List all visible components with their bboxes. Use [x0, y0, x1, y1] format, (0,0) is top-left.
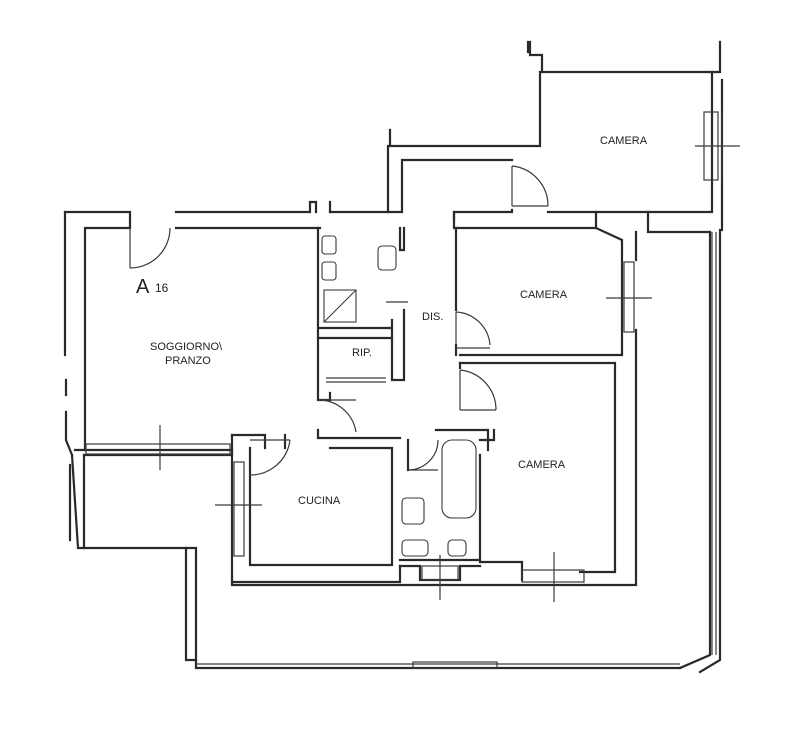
unit-number: 16: [155, 281, 169, 295]
sink-icon-2: [401, 497, 425, 525]
toilet-icon-2: [401, 539, 429, 557]
room-label-rip: RIP.: [352, 347, 372, 359]
windows: [85, 110, 740, 669]
window-cucina: [233, 461, 245, 557]
doors: [129, 165, 549, 476]
room-label-soggiorno: SOGGIORNO\: [150, 341, 223, 353]
bathtub-icon: [441, 439, 477, 519]
toilet-icon: [321, 261, 337, 281]
window-camera-bottom: [521, 569, 585, 583]
room-labels: A 16 CAMERA CAMERA CAMERA SOGGIORNO\ PRA…: [136, 135, 648, 507]
room-label-camera-mid: CAMERA: [520, 289, 568, 301]
bidet-icon-2: [447, 539, 467, 557]
sink-icon: [377, 245, 397, 271]
unit-label: A: [136, 276, 150, 298]
room-label-camera-bottom: CAMERA: [518, 459, 566, 471]
room-label-pranzo: PRANZO: [165, 355, 211, 367]
bidet-icon: [321, 235, 337, 255]
window-soggiorno: [85, 443, 231, 455]
window-camera-mid: [623, 261, 635, 333]
room-label-camera-top: CAMERA: [600, 135, 648, 147]
shower-icon: [323, 289, 357, 323]
room-label-cucina: CUCINA: [298, 495, 341, 507]
room-label-dis: DIS.: [422, 311, 443, 323]
fixtures: [321, 235, 477, 557]
